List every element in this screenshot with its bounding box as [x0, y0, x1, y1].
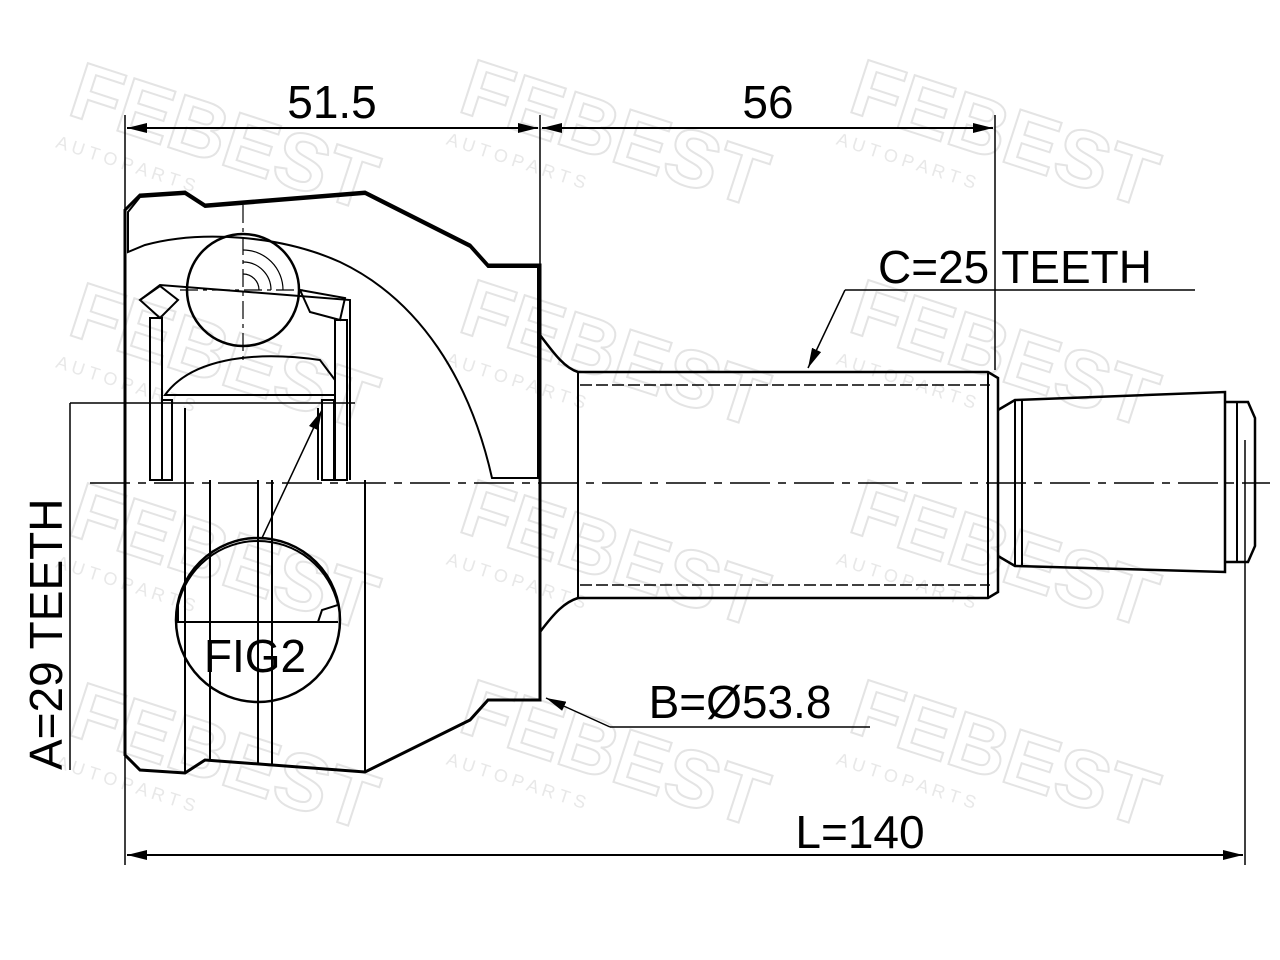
watermark-brand: FEBEST — [451, 42, 779, 224]
dimension-label: C=25 TEETH — [878, 241, 1152, 293]
figure-label: FIG2 — [204, 630, 306, 682]
watermark-brand: FEBEST — [451, 462, 779, 644]
dimension-label: 56 — [742, 76, 793, 128]
dimension-label: B=Ø53.8 — [649, 676, 832, 728]
dimension-56: 56 — [542, 76, 993, 133]
shaft — [539, 334, 1257, 633]
dimension-spline-a: A=29 TEETH — [20, 402, 355, 770]
watermark: FEBEST A U T O P A R T S FEBEST A U T O … — [54, 41, 1170, 848]
dimension-length: L=140 — [127, 806, 1243, 860]
watermark-brand: FEBEST — [60, 45, 388, 227]
watermark-brand: FEBEST — [841, 462, 1169, 644]
fig2-detail: FIG2 — [174, 409, 342, 704]
watermark-brand: FEBEST — [451, 262, 779, 444]
ball-bearing — [180, 205, 306, 365]
inner-race — [138, 283, 351, 481]
dimension-spline-c: C=25 TEETH — [807, 241, 1195, 369]
dimension-diameter-b: B=Ø53.8 — [545, 676, 870, 728]
dimension-label: L=140 — [795, 806, 924, 858]
watermark-brand: FEBEST — [841, 42, 1169, 224]
dimension-label: 51.5 — [287, 76, 377, 128]
watermark-brand: FEBEST — [60, 665, 388, 847]
watermark-brand: FEBEST — [60, 265, 388, 447]
dimension-label: A=29 TEETH — [20, 499, 72, 770]
dimension-51-5: 51.5 — [127, 76, 538, 133]
